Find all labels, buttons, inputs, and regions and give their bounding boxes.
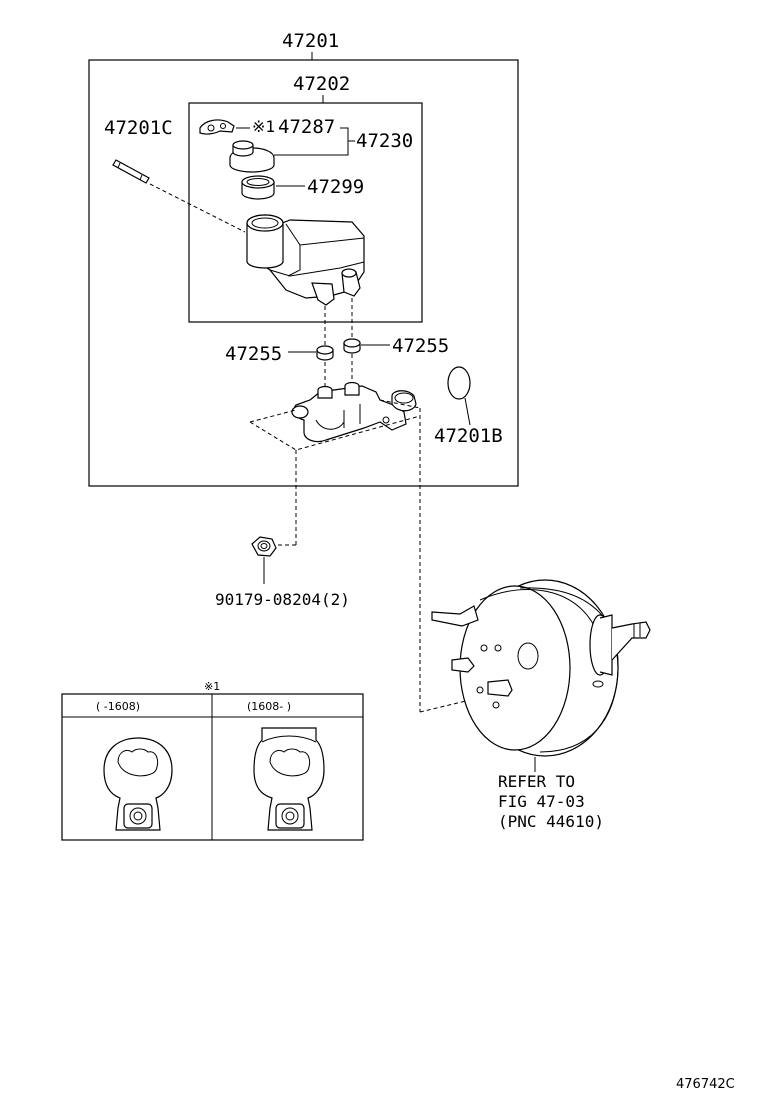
pin-part <box>112 159 150 184</box>
reservoir-sub-box <box>188 102 423 323</box>
cylinder-mount-plane <box>249 399 421 451</box>
callout-47201c: 47201C <box>104 117 173 139</box>
callout-47202: 47202 <box>293 73 350 95</box>
booster-note-line3: (PNC 44610) <box>498 812 604 831</box>
callout-47255-left: 47255 <box>225 343 282 365</box>
pin-dash-line <box>149 183 246 233</box>
callout-47299: 47299 <box>307 176 364 198</box>
callout-47230: 47230 <box>356 130 413 152</box>
inset-col1-header: ( -1608) <box>96 700 140 713</box>
grommet-left-part <box>316 345 334 361</box>
note-marker-top: ※1 <box>252 117 275 136</box>
master-cylinder-part <box>291 381 417 443</box>
callout-47201b: 47201B <box>434 425 503 447</box>
brake-booster-part <box>431 579 651 757</box>
grommet-right-part <box>343 338 361 354</box>
inset-col2-header: (1608- ) <box>247 700 291 713</box>
reservoir-tank-part <box>246 214 365 306</box>
bracket-47230 <box>340 127 349 156</box>
cap-strainer-part <box>199 119 235 135</box>
nut-part <box>251 536 277 557</box>
callout-47255-right: 47255 <box>392 335 449 357</box>
inset-cap-strainer-new <box>253 727 325 831</box>
strainer-part <box>241 175 275 200</box>
booster-note-line2: FIG 47-03 <box>498 792 585 811</box>
reservoir-cap-part <box>229 140 275 173</box>
seal-ring-part <box>447 366 471 400</box>
figure-id: 476742C <box>676 1077 735 1092</box>
inset-marker: ※1 <box>204 680 220 693</box>
callout-nut: 90179-08204(2) <box>215 590 350 609</box>
callout-47201: 47201 <box>282 30 339 52</box>
assembly-outer-box <box>88 59 519 487</box>
booster-note-line1: REFER TO <box>498 772 575 791</box>
leader-47201b <box>464 397 471 426</box>
inset-cap-strainer-old <box>103 737 173 831</box>
callout-47287: 47287 <box>278 116 335 138</box>
